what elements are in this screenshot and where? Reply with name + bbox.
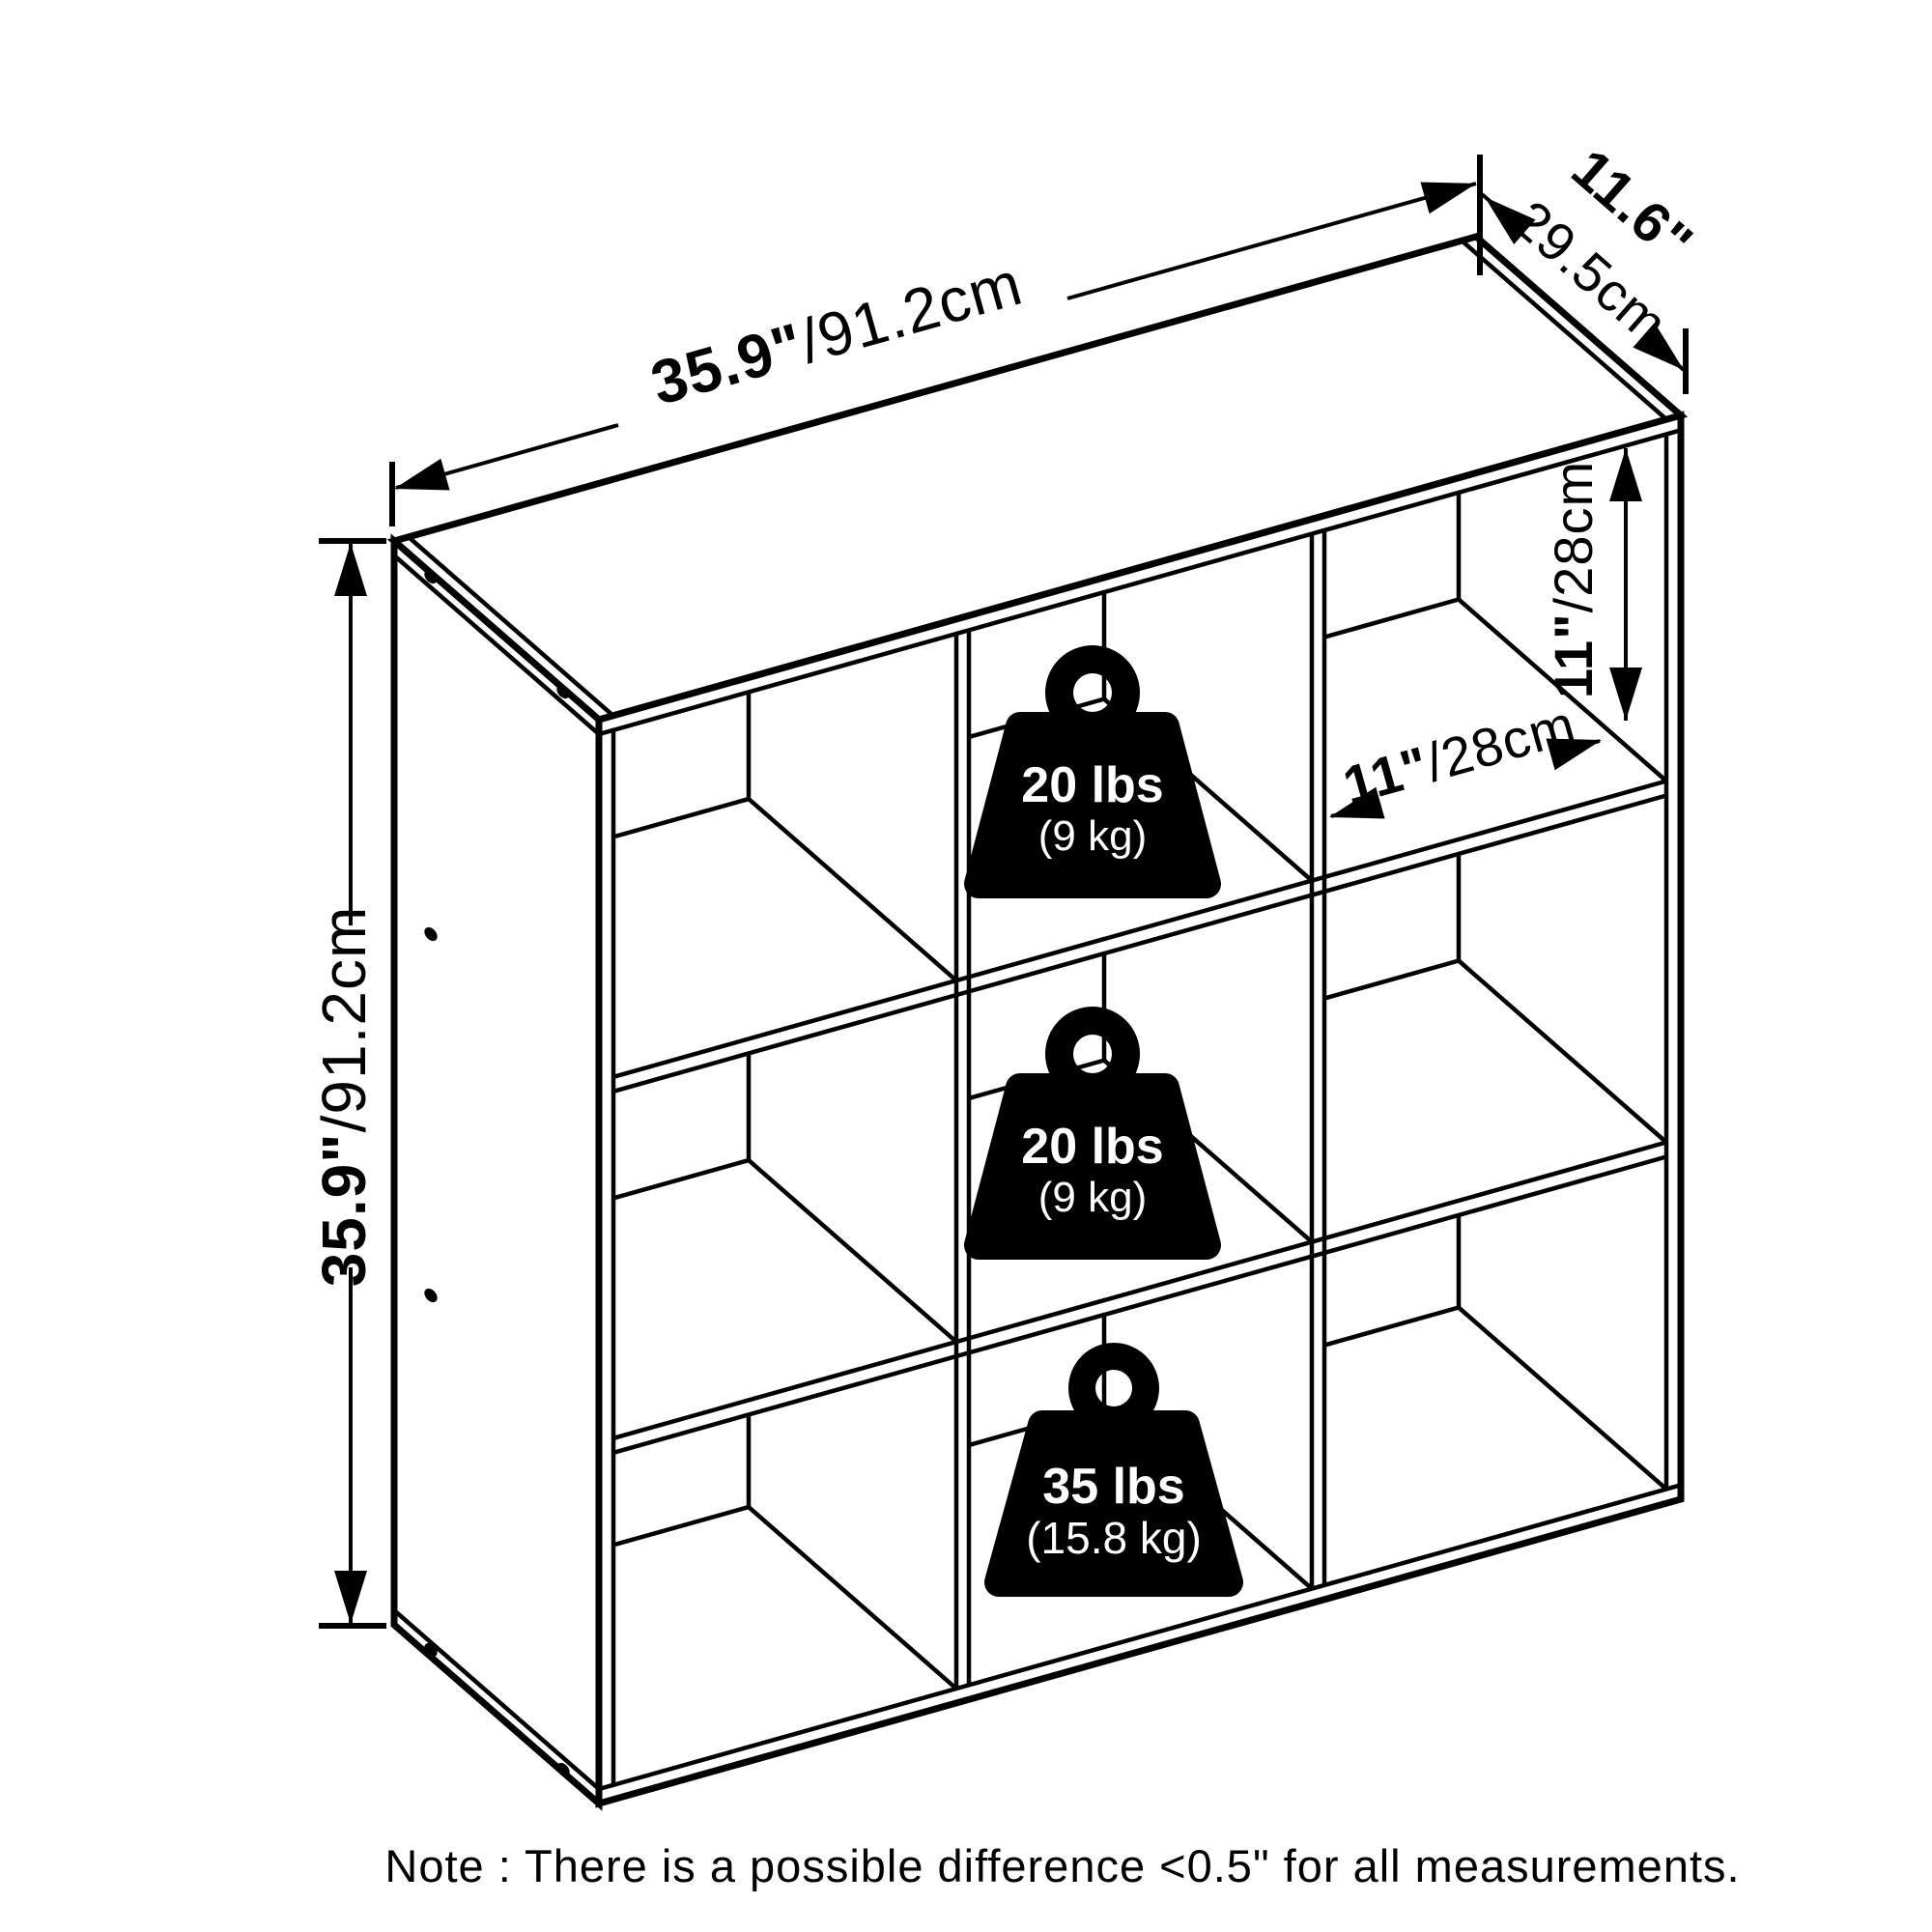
- weight-capacity-1-lbs: 20 lbs: [1021, 757, 1163, 813]
- weight-capacity-3-kg: (15.8 kg): [1026, 1513, 1202, 1563]
- weight-capacity-3-lbs: 35 lbs: [1042, 1459, 1184, 1515]
- cube-height-dimension-label: 11"/28cm: [1543, 461, 1604, 698]
- cabinet-line-art: [319, 155, 1689, 1811]
- weight-capacity-2-kg: (9 kg): [1038, 1174, 1147, 1221]
- note-text: Note : There is a possible difference <0…: [384, 1840, 1740, 1891]
- weight-capacity-2-lbs: 20 lbs: [1021, 1119, 1163, 1175]
- height-dimension-label: 35.9"/91.2cm: [309, 906, 379, 1288]
- weight-capacity-1-kg: (9 kg): [1038, 812, 1147, 860]
